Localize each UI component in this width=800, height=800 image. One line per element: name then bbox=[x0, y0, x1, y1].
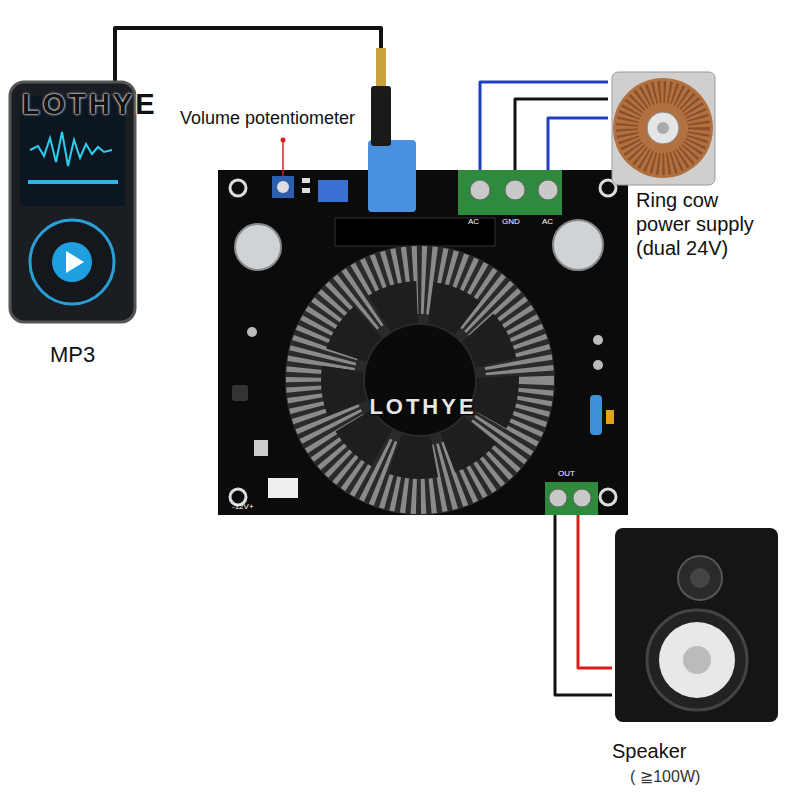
transformer-mount bbox=[612, 72, 715, 185]
input-header bbox=[318, 180, 348, 202]
small-capacitor bbox=[254, 440, 268, 456]
callout-label: Volume potentiometer bbox=[180, 108, 355, 129]
speaker-cabinet bbox=[615, 528, 778, 722]
mounting-hole bbox=[230, 489, 246, 505]
leader-line bbox=[282, 140, 284, 176]
play-icon bbox=[66, 251, 84, 273]
toroid-hole bbox=[647, 112, 679, 144]
heatsink-clip bbox=[335, 218, 495, 246]
mp3-screen bbox=[20, 96, 125, 206]
device-box: LOTHYE bbox=[218, 170, 628, 515]
mounting-hole bbox=[230, 180, 246, 196]
audio-jack bbox=[368, 140, 416, 212]
device-rating: ( ≧100W) bbox=[612, 767, 700, 786]
led bbox=[593, 335, 603, 345]
pin-name: AC bbox=[468, 217, 479, 226]
device-box: Ring cow power supply (dual 24V) bbox=[608, 70, 794, 262]
smd-part bbox=[302, 178, 310, 183]
capacitor bbox=[553, 220, 603, 270]
play-button bbox=[52, 242, 92, 282]
wire bbox=[480, 82, 608, 170]
wire bbox=[578, 515, 612, 668]
mp3-body bbox=[10, 82, 135, 322]
amplifier-board bbox=[218, 170, 628, 515]
terminal-screw bbox=[470, 180, 490, 200]
capacitor bbox=[235, 224, 281, 270]
device-label: Ring cow power supply (dual 24V) bbox=[636, 188, 776, 260]
heatsink bbox=[285, 245, 555, 515]
mount-bolt bbox=[657, 122, 669, 134]
device-label: Speaker bbox=[612, 739, 687, 767]
potentiometer-knob bbox=[277, 181, 289, 193]
wire bbox=[115, 28, 381, 170]
terminal-screw bbox=[505, 180, 525, 200]
inductor bbox=[232, 385, 248, 401]
plug-body bbox=[371, 86, 391, 146]
pin-name: OUT bbox=[558, 469, 575, 478]
led bbox=[593, 360, 603, 370]
mounting-hole bbox=[600, 489, 616, 505]
control-ring bbox=[30, 220, 114, 304]
device-label: LOTHYE bbox=[369, 394, 476, 420]
smd-part bbox=[302, 188, 310, 193]
pin-name: -12V+ bbox=[232, 502, 254, 511]
woofer bbox=[647, 610, 747, 710]
resistor-symbol bbox=[590, 395, 602, 435]
device-label: MP3 bbox=[50, 342, 95, 368]
pin-name: GND bbox=[502, 217, 520, 226]
wire bbox=[548, 118, 608, 170]
device-box: MP3 bbox=[10, 82, 135, 372]
toroid-coil bbox=[613, 78, 713, 178]
capacitor-small bbox=[606, 410, 614, 424]
terminal-screw bbox=[549, 489, 567, 507]
output-terminal bbox=[545, 482, 598, 515]
device-box: Speaker( ≧100W) bbox=[612, 525, 792, 790]
terminal-screw bbox=[573, 489, 591, 507]
fan-connector bbox=[268, 478, 298, 498]
watermark: LOTHYE bbox=[22, 88, 158, 121]
progress-bar bbox=[28, 180, 118, 184]
dust-cap bbox=[683, 646, 711, 674]
led bbox=[247, 327, 257, 337]
waveform bbox=[30, 132, 112, 166]
terminal-screw bbox=[538, 180, 558, 200]
coil-windings bbox=[627, 92, 699, 164]
potentiometer bbox=[272, 176, 294, 198]
plug-tip bbox=[376, 48, 386, 86]
tweeter bbox=[678, 556, 722, 600]
woofer-cone bbox=[659, 622, 735, 698]
leader-dot bbox=[281, 138, 286, 143]
fan-hub bbox=[365, 325, 475, 435]
heatsink-fins bbox=[320, 280, 520, 480]
fan-blades bbox=[342, 302, 498, 458]
pin-name: AC bbox=[542, 217, 553, 226]
wire bbox=[515, 99, 608, 170]
power-terminal bbox=[458, 170, 562, 215]
wire bbox=[555, 515, 612, 695]
tweeter-dome bbox=[690, 568, 710, 588]
